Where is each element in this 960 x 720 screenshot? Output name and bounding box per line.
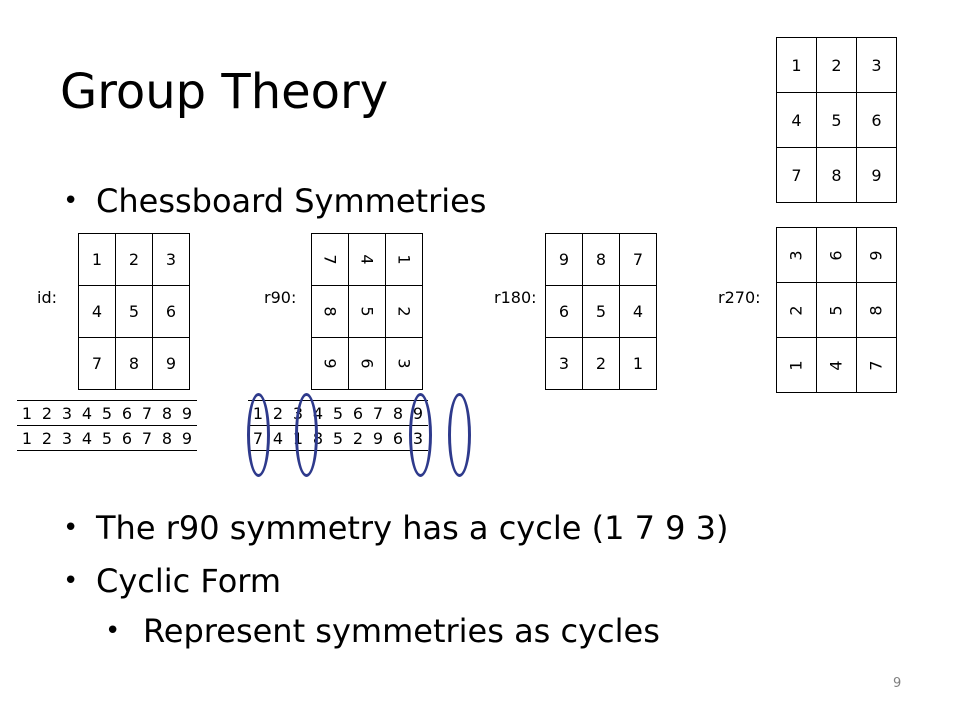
bullet-chessboard-symmetries: • Chessboard Symmetries bbox=[63, 181, 487, 221]
id-label: id: bbox=[37, 288, 57, 307]
bullet-text: The r90 symmetry has a cycle (1 7 9 3) bbox=[96, 509, 729, 547]
grid-cell: 2 bbox=[385, 285, 423, 338]
grid-cell: 5 bbox=[115, 285, 153, 338]
cycle-ring bbox=[448, 393, 471, 477]
cycle-ring bbox=[247, 393, 270, 477]
bullet-dot: • bbox=[63, 566, 79, 596]
grid-cell: 4 bbox=[776, 92, 817, 148]
sub-bullet-represent-cycles: • Represent symmetries as cycles bbox=[105, 611, 660, 651]
r270-grid: 3 6 9 2 5 8 1 4 7 bbox=[776, 227, 897, 393]
grid-cell: 3 bbox=[776, 227, 817, 283]
grid-cell: 5 bbox=[582, 285, 620, 338]
r90-label: r90: bbox=[264, 288, 297, 307]
reference-grid: 1 2 3 4 5 6 7 8 9 bbox=[776, 37, 897, 203]
page-number: 9 bbox=[893, 676, 902, 691]
bullet-dot: • bbox=[63, 513, 79, 543]
bullet-dot: • bbox=[63, 186, 79, 216]
grid-cell: 7 bbox=[78, 337, 116, 390]
grid-cell: 9 bbox=[856, 227, 897, 283]
cycle-ring bbox=[409, 393, 432, 477]
grid-cell: 1 bbox=[776, 337, 817, 393]
slide-title: Group Theory bbox=[60, 64, 389, 120]
grid-cell: 3 bbox=[856, 37, 897, 93]
grid-cell: 9 bbox=[152, 337, 190, 390]
grid-cell: 4 bbox=[348, 233, 386, 286]
grid-cell: 5 bbox=[816, 92, 857, 148]
grid-cell: 2 bbox=[582, 337, 620, 390]
grid-cell: 3 bbox=[385, 337, 423, 390]
grid-cell: 6 bbox=[816, 227, 857, 283]
grid-cell: 6 bbox=[856, 92, 897, 148]
grid-cell: 7 bbox=[311, 233, 349, 286]
grid-cell: 2 bbox=[115, 233, 153, 286]
grid-cell: 1 bbox=[619, 337, 657, 390]
grid-cell: 4 bbox=[619, 285, 657, 338]
grid-cell: 8 bbox=[816, 147, 857, 203]
bullet-dot: • bbox=[105, 616, 121, 646]
grid-cell: 7 bbox=[619, 233, 657, 286]
grid-cell: 8 bbox=[115, 337, 153, 390]
id-grid: 1 2 3 4 5 6 7 8 9 bbox=[78, 233, 190, 390]
grid-cell: 8 bbox=[856, 282, 897, 338]
grid-cell: 8 bbox=[582, 233, 620, 286]
r180-grid: 9 8 7 6 5 4 3 2 1 bbox=[545, 233, 657, 390]
grid-cell: 1 bbox=[78, 233, 116, 286]
grid-cell: 6 bbox=[545, 285, 583, 338]
grid-cell: 9 bbox=[545, 233, 583, 286]
grid-cell: 6 bbox=[348, 337, 386, 390]
grid-cell: 4 bbox=[78, 285, 116, 338]
grid-cell: 9 bbox=[311, 337, 349, 390]
bullet-cyclic-form: • Cyclic Form bbox=[63, 561, 282, 601]
grid-cell: 7 bbox=[776, 147, 817, 203]
bullet-text: Represent symmetries as cycles bbox=[143, 612, 660, 650]
bullet-text: Chessboard Symmetries bbox=[96, 182, 487, 220]
grid-cell: 1 bbox=[776, 37, 817, 93]
grid-cell: 4 bbox=[816, 337, 857, 393]
bullet-r90-cycle: • The r90 symmetry has a cycle (1 7 9 3) bbox=[63, 508, 729, 548]
grid-cell: 3 bbox=[152, 233, 190, 286]
grid-cell: 2 bbox=[776, 282, 817, 338]
r90-grid: 7 4 1 8 5 2 9 6 3 bbox=[311, 233, 423, 390]
grid-cell: 3 bbox=[545, 337, 583, 390]
grid-cell: 2 bbox=[816, 37, 857, 93]
r270-label: r270: bbox=[718, 288, 761, 307]
grid-cell: 7 bbox=[856, 337, 897, 393]
grid-cell: 8 bbox=[311, 285, 349, 338]
grid-cell: 5 bbox=[816, 282, 857, 338]
grid-cell: 9 bbox=[856, 147, 897, 203]
bullet-text: Cyclic Form bbox=[96, 562, 282, 600]
grid-cell: 5 bbox=[348, 285, 386, 338]
r180-label: r180: bbox=[494, 288, 537, 307]
cycle-ring bbox=[295, 393, 318, 477]
grid-cell: 1 bbox=[385, 233, 423, 286]
grid-cell: 6 bbox=[152, 285, 190, 338]
